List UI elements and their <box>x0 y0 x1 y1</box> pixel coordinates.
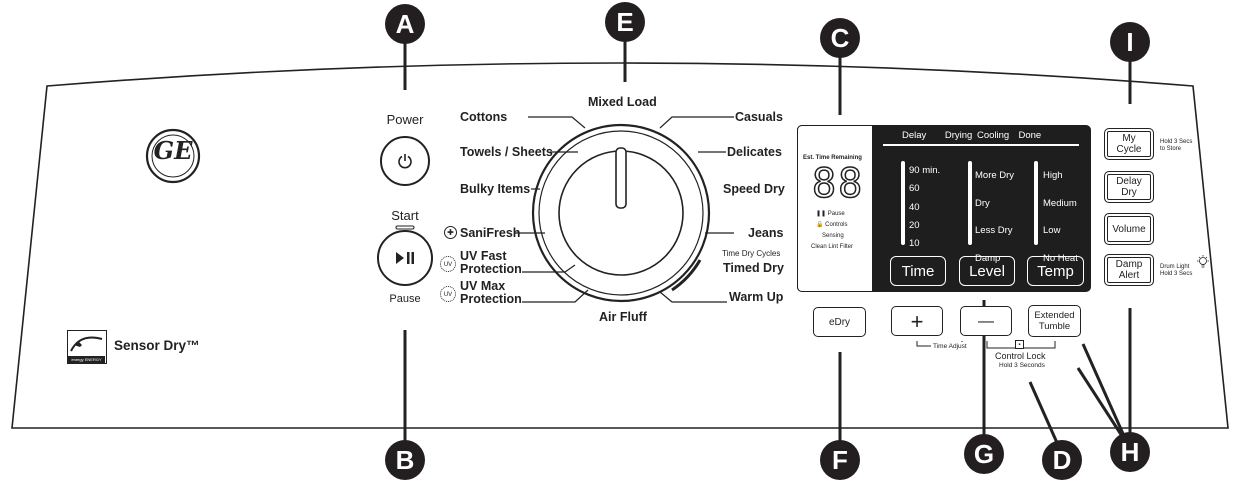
temp-bar <box>1034 161 1038 245</box>
power-button[interactable] <box>381 137 429 185</box>
dial-jeans[interactable]: Jeans <box>748 226 784 240</box>
callout-c: C <box>820 18 860 58</box>
play-pause-icon <box>396 252 414 264</box>
est-time-label: Est. Time Remaining <box>803 155 862 161</box>
indicator-controls: 🔒 Controls <box>816 222 848 228</box>
time-digits: 88 <box>811 161 865 207</box>
time-minus-button[interactable]: — <box>960 306 1012 336</box>
dial-speed-dry[interactable]: Speed Dry <box>723 182 785 196</box>
indicator-pause: ❚❚ Pause <box>816 211 845 217</box>
time-dry-cycles-label: Time Dry Cycles <box>722 249 781 258</box>
dial-timed-dry[interactable]: Timed Dry <box>723 261 784 275</box>
pause-label: Pause <box>389 293 421 305</box>
start-button-ring <box>377 230 433 286</box>
dial-warm-up[interactable]: Warm Up <box>729 290 784 304</box>
dial-mixed-load[interactable]: Mixed Load <box>588 95 657 109</box>
uv-max-icon: UV <box>440 286 456 302</box>
indicator-sensing: Sensing <box>822 233 844 239</box>
dial-towels-sheets[interactable]: Towels / Sheets <box>460 145 553 159</box>
control-lock-icon: ▪ <box>1015 340 1024 349</box>
cycle-dial-ring <box>538 130 704 296</box>
dial-air-fluff[interactable]: Air Fluff <box>599 310 647 324</box>
time-adjust-label: Time Adjust <box>931 342 969 351</box>
dial-sanifresh[interactable]: SaniFresh <box>460 226 521 240</box>
control-lock-label: Control Lock <box>995 351 1046 361</box>
callout-e: E <box>605 2 645 42</box>
time-button[interactable]: Time <box>890 256 946 286</box>
callout-d-line <box>1028 381 1060 446</box>
uv-fast-icon: UV <box>440 256 456 272</box>
power-label: Power <box>386 112 424 127</box>
ge-logo-ring <box>145 128 201 184</box>
dial-cottons[interactable]: Cottons <box>460 110 508 124</box>
timed-dry-arc <box>671 259 702 292</box>
temp-button[interactable]: Temp <box>1027 256 1084 286</box>
volume-button[interactable]: Volume <box>1104 213 1154 245</box>
callout-h: H <box>1110 432 1150 472</box>
energy-star-logo: energy ENERGY STAR <box>67 330 107 364</box>
callout-f: F <box>820 440 860 480</box>
dial-bulky-items[interactable]: Bulky Items <box>460 182 531 196</box>
energy-star-icon <box>70 336 103 352</box>
indicator-clean-lint-filter: Clean Lint Filter <box>811 244 854 250</box>
callout-h-line-3 <box>1081 343 1126 437</box>
callout-h-line-1 <box>1076 367 1124 437</box>
start-pause-button[interactable] <box>378 231 432 285</box>
lcd-display: Est. Time Remaining 88 ❚❚ Pause 🔒 Contro… <box>797 125 1091 292</box>
callout-g: G <box>964 434 1004 474</box>
edry-button[interactable]: eDry <box>813 307 866 337</box>
level-bar <box>968 161 972 245</box>
sanifresh-icon: ✚ <box>444 226 457 239</box>
control-lock-hold-label: Hold 3 Seconds <box>999 362 1045 369</box>
time-plus-button[interactable]: + <box>891 306 943 336</box>
lcd-left-panel: Est. Time Remaining 88 ❚❚ Pause 🔒 Contro… <box>797 125 873 292</box>
status-header: Delay Drying Cooling Done <box>902 130 1042 141</box>
power-icon <box>398 154 412 169</box>
callout-i: I <box>1110 22 1150 62</box>
dial-casuals[interactable]: Casuals <box>735 110 783 124</box>
level-button[interactable]: Level <box>959 256 1015 286</box>
lock-icon: 🔒 <box>816 222 824 228</box>
time-bar <box>901 161 905 245</box>
callout-b: B <box>385 440 425 480</box>
cycle-dial-pointer <box>615 147 627 209</box>
light-bulb-icon <box>1197 255 1209 268</box>
ge-logo: GE <box>153 136 193 165</box>
start-label: Start <box>391 208 419 223</box>
callout-a: A <box>385 4 425 44</box>
sensor-dry-label: Sensor Dry™ <box>114 338 200 353</box>
dial-delicates[interactable]: Delicates <box>727 145 782 159</box>
callout-d: D <box>1042 440 1082 480</box>
status-divider <box>883 144 1079 146</box>
